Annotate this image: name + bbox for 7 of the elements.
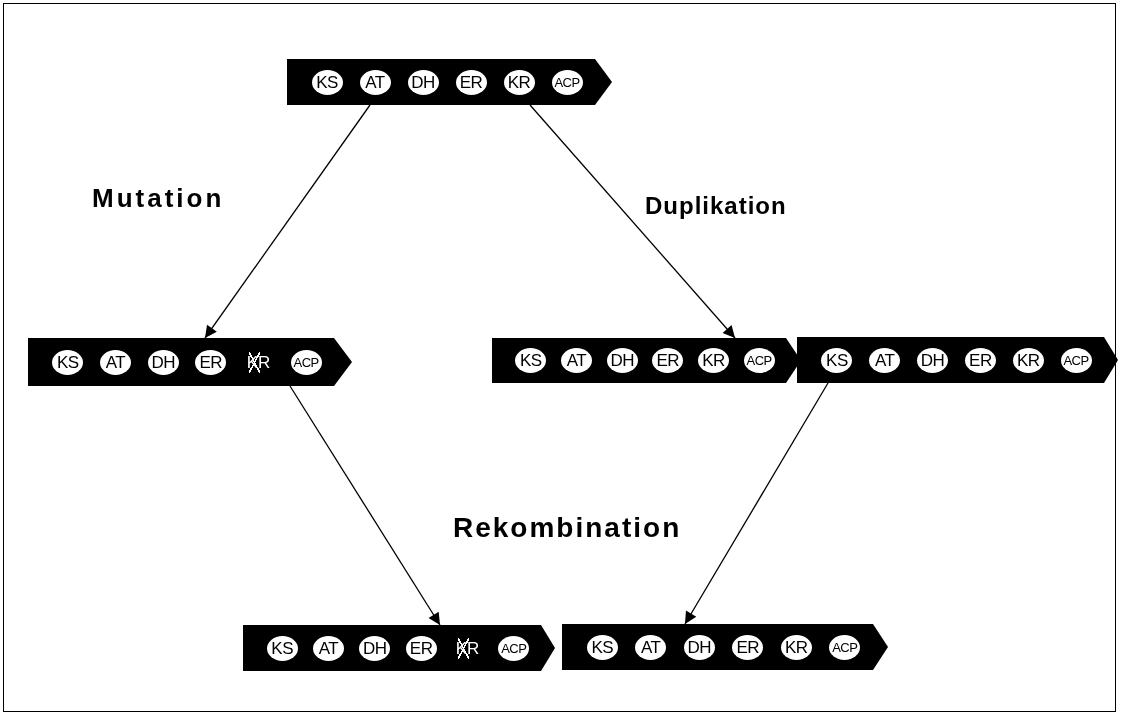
edge-label: Duplikation — [645, 192, 787, 220]
arrow — [529, 104, 736, 339]
edge-label: Mutation — [92, 183, 225, 214]
arrow — [289, 385, 441, 626]
arrow — [204, 104, 371, 339]
process-label: Rekombination — [453, 512, 682, 544]
arrow — [684, 382, 829, 625]
